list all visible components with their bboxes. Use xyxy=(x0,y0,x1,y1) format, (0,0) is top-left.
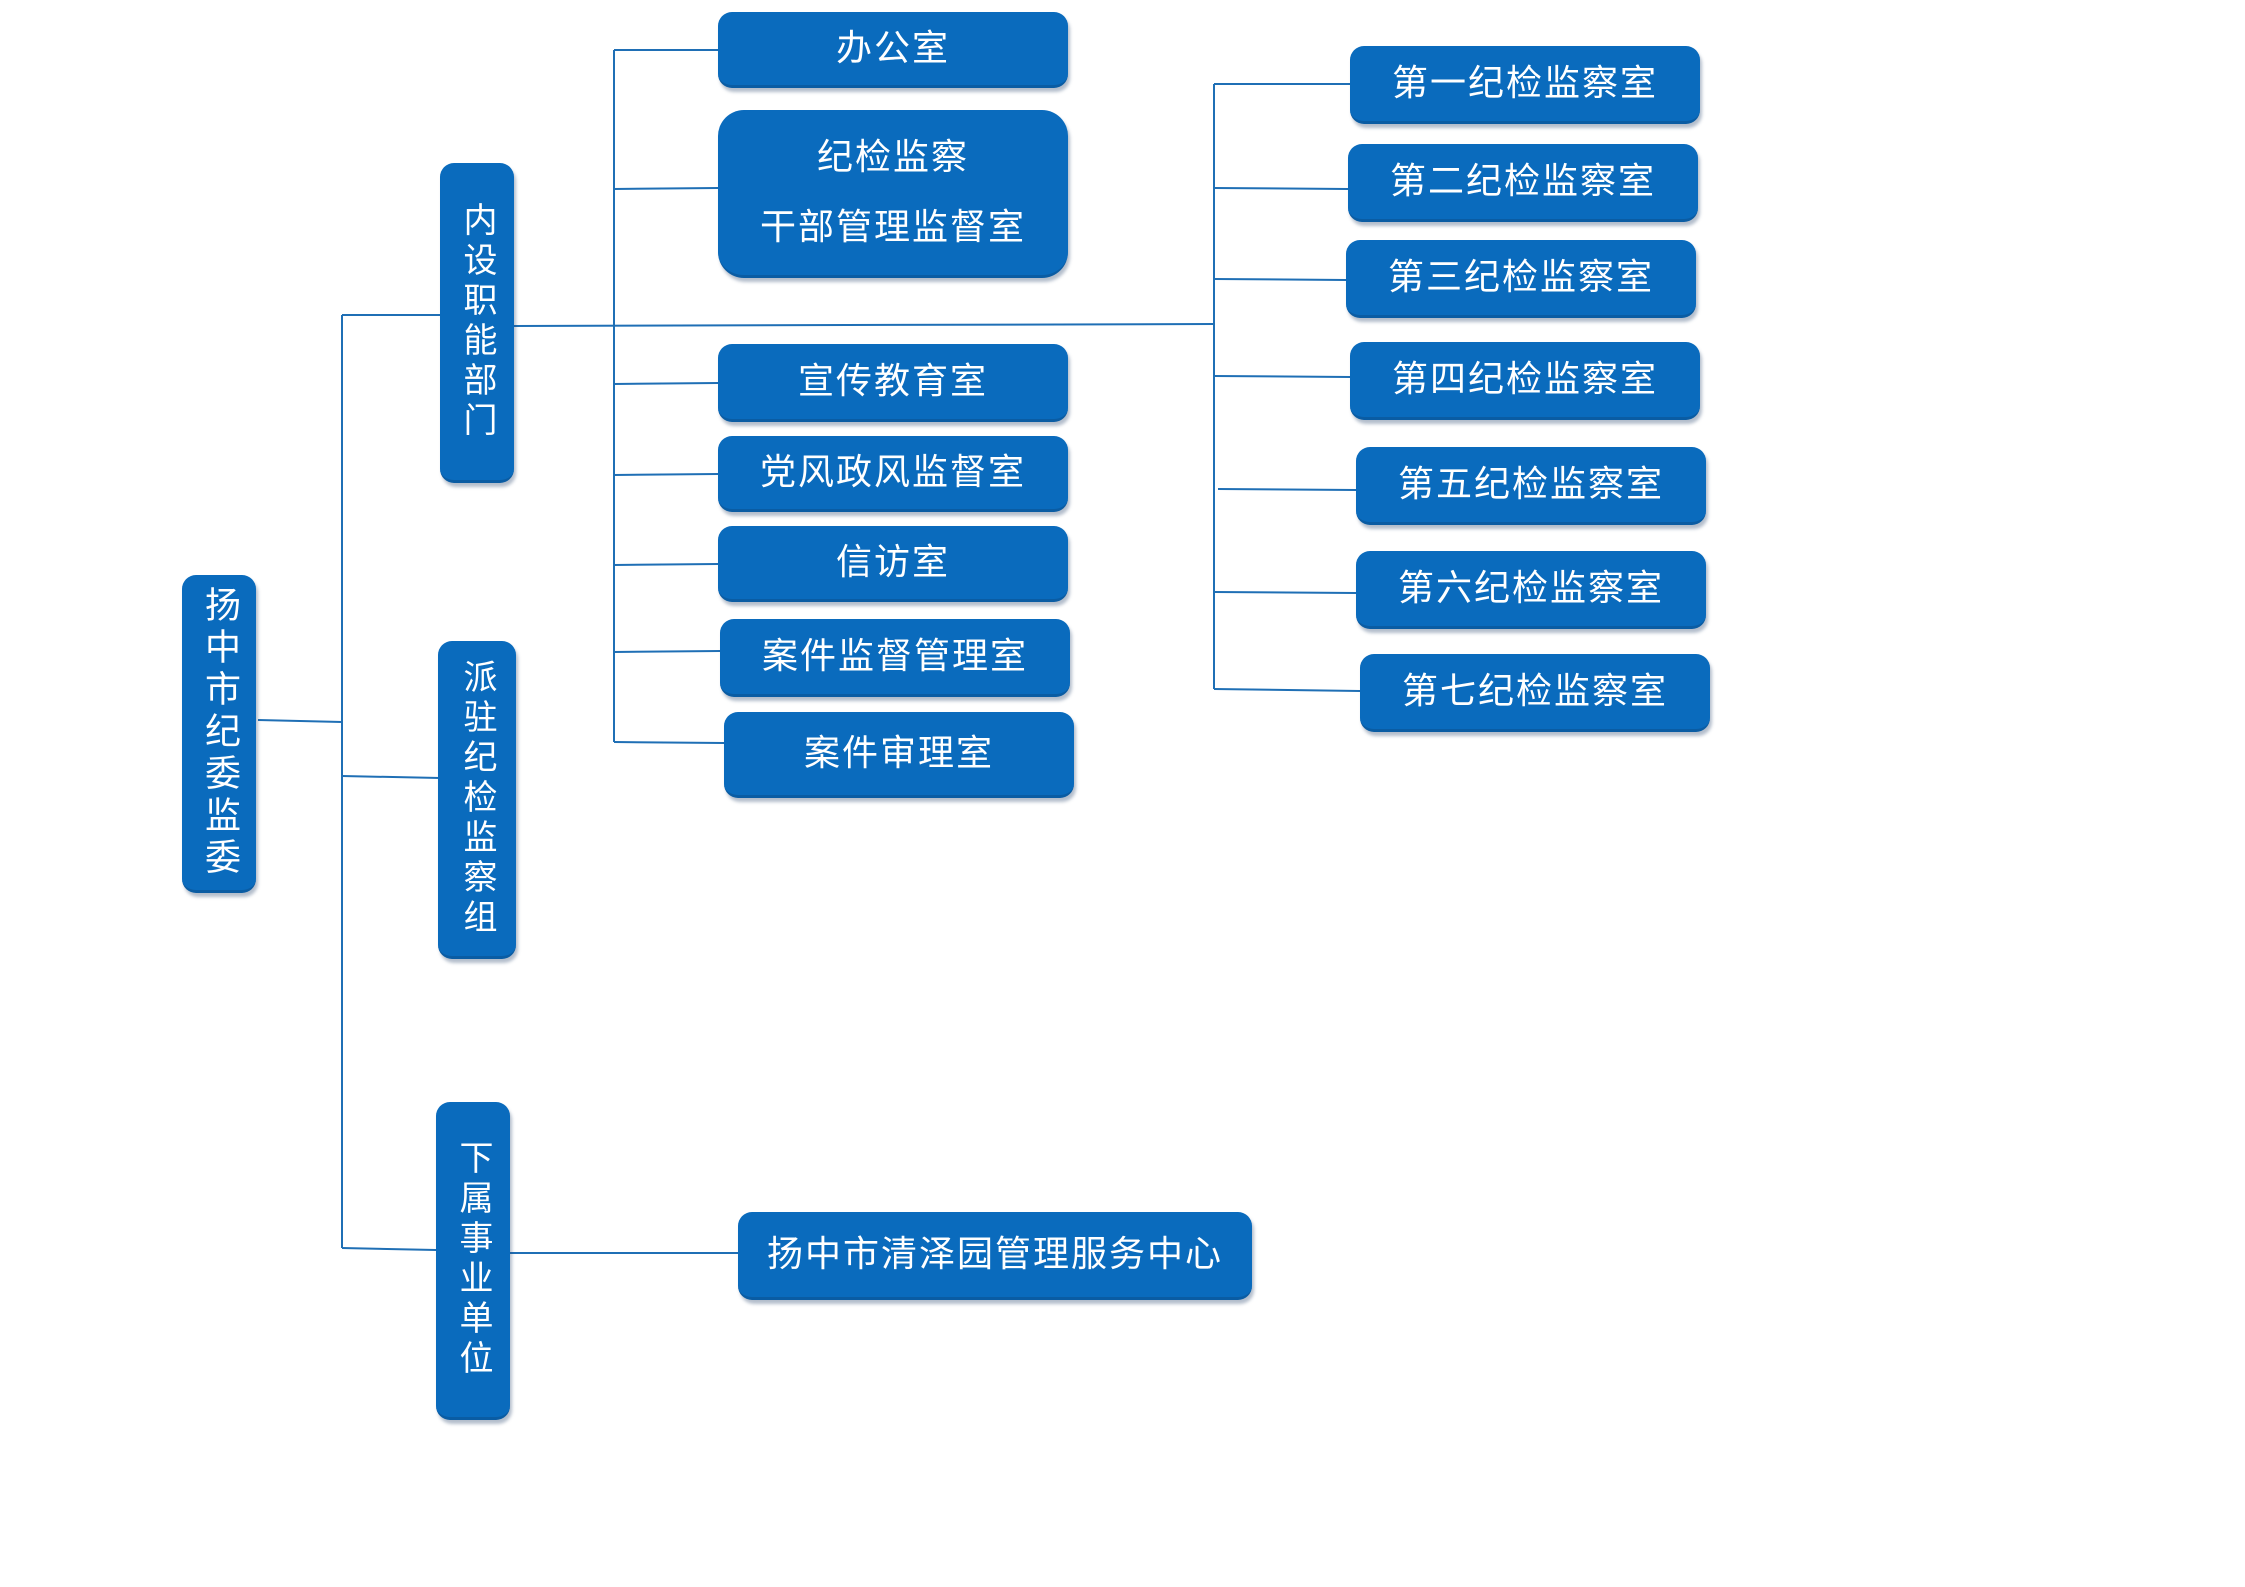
dispatched-groups-label: 派驻纪检监察组 xyxy=(457,658,497,939)
inspection-room-2[interactable]: 第二纪检监察室 xyxy=(1348,144,1698,222)
subordinate-units-node[interactable]: 下属事业单位 xyxy=(436,1102,510,1420)
unit-label: 扬中市清泽园管理服务中心 xyxy=(766,1233,1223,1275)
room-label: 第二纪检监察室 xyxy=(1389,160,1656,202)
connector xyxy=(257,719,343,723)
inspection-room-1[interactable]: 第一纪检监察室 xyxy=(1350,46,1700,124)
connector xyxy=(613,187,719,190)
inspection-room-7[interactable]: 第七纪检监察室 xyxy=(1360,654,1710,732)
connector xyxy=(1213,187,1349,190)
dept-cadre-supervision[interactable]: 纪检监察 干部管理监督室 xyxy=(718,110,1068,278)
root-label: 扬中市纪委监委 xyxy=(199,585,240,880)
root-node[interactable]: 扬中市纪委监委 xyxy=(182,575,256,893)
connector xyxy=(613,741,725,744)
connector xyxy=(613,473,719,476)
room-label: 第三纪检监察室 xyxy=(1387,256,1654,298)
connector xyxy=(613,650,721,653)
dept-label: 宣传教育室 xyxy=(797,360,988,402)
dept-label-line2: 干部管理监督室 xyxy=(759,206,1026,248)
dept-petitions[interactable]: 信访室 xyxy=(718,526,1068,602)
subordinate-units-label: 下属事业单位 xyxy=(453,1139,493,1380)
connector xyxy=(513,323,1215,327)
connector xyxy=(613,563,719,566)
connector xyxy=(1213,278,1347,281)
room-label: 第六纪检监察室 xyxy=(1397,567,1664,609)
dept-label: 办公室 xyxy=(835,27,950,69)
room-label: 第一纪检监察室 xyxy=(1391,62,1658,104)
room-label: 第五纪检监察室 xyxy=(1397,463,1664,505)
connector xyxy=(341,775,441,779)
dispatched-groups-node[interactable]: 派驻纪检监察组 xyxy=(438,641,516,959)
connector xyxy=(1213,375,1351,378)
dept-label: 党风政风监督室 xyxy=(759,451,1026,493)
dept-style-supervision[interactable]: 党风政风监督室 xyxy=(718,436,1068,512)
inspection-room-4[interactable]: 第四纪检监察室 xyxy=(1350,342,1700,420)
subordinate-unit-qingzeyuan[interactable]: 扬中市清泽园管理服务中心 xyxy=(738,1212,1252,1300)
dept-case-supervision[interactable]: 案件监督管理室 xyxy=(720,619,1070,697)
connector xyxy=(1213,688,1361,692)
dept-publicity-education[interactable]: 宣传教育室 xyxy=(718,344,1068,422)
dept-case-review[interactable]: 案件审理室 xyxy=(724,712,1074,798)
room-label: 第七纪检监察室 xyxy=(1401,670,1668,712)
dept-label: 案件监督管理室 xyxy=(761,635,1028,677)
connector xyxy=(341,1247,437,1251)
inspection-room-3[interactable]: 第三纪检监察室 xyxy=(1346,240,1696,318)
room-label: 第四纪检监察室 xyxy=(1391,358,1658,400)
inspection-room-6[interactable]: 第六纪检监察室 xyxy=(1356,551,1706,629)
dept-label-line1: 纪检监察 xyxy=(816,137,969,179)
connector xyxy=(613,382,719,385)
internal-departments-label: 内设职能部门 xyxy=(457,201,497,442)
internal-departments-node[interactable]: 内设职能部门 xyxy=(440,163,514,483)
dept-label: 案件审理室 xyxy=(803,732,994,774)
dept-label: 信访室 xyxy=(835,541,950,583)
connector xyxy=(1213,591,1357,594)
dept-office[interactable]: 办公室 xyxy=(718,12,1068,88)
connector xyxy=(1217,488,1357,491)
inspection-room-5[interactable]: 第五纪检监察室 xyxy=(1356,447,1706,525)
